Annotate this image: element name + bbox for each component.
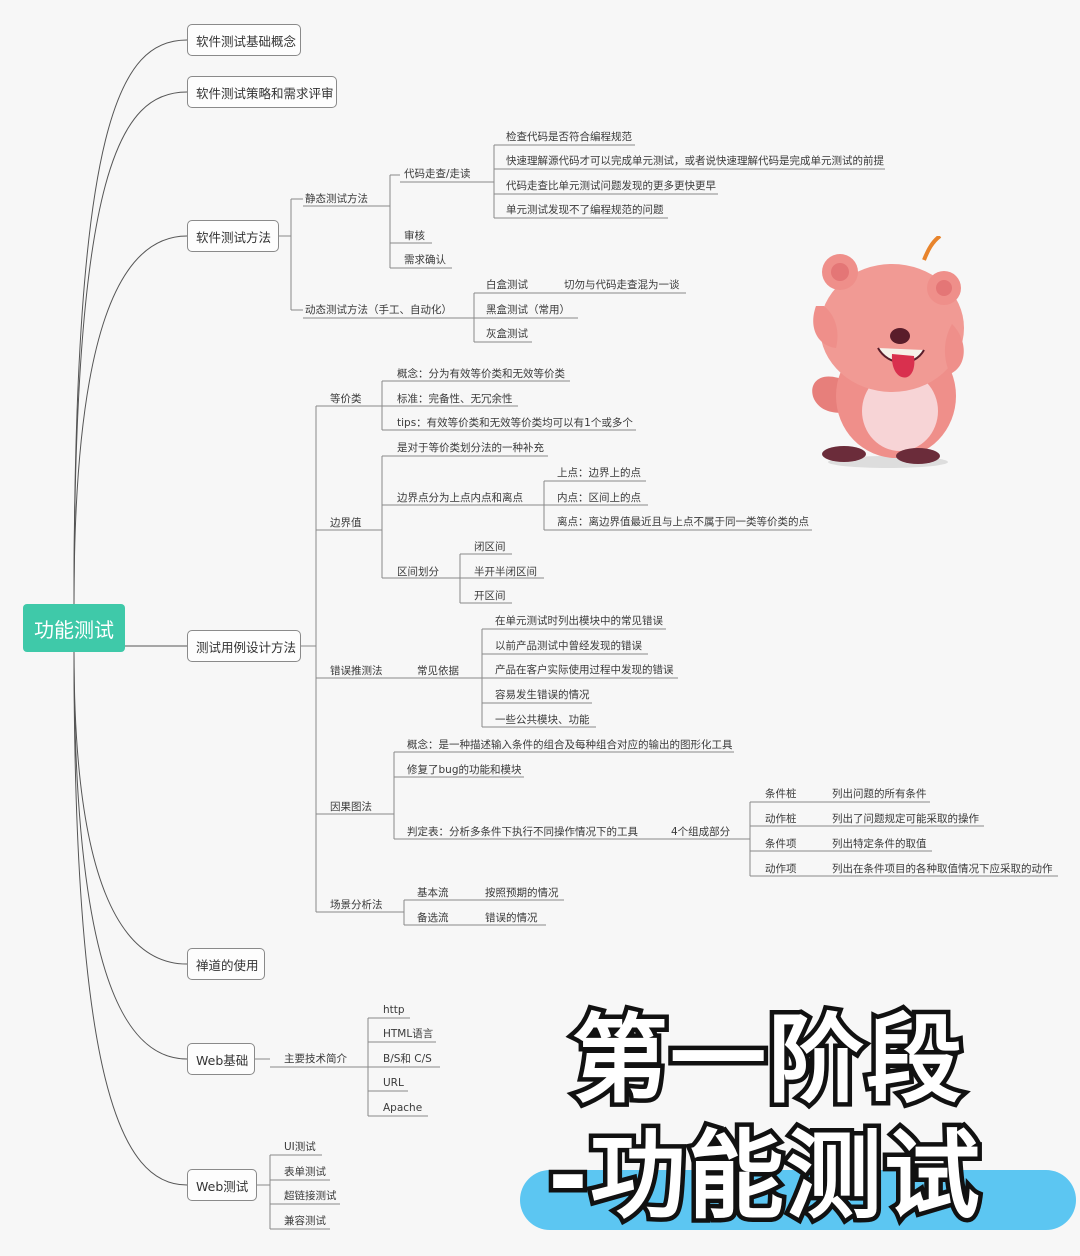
node-g-2[interactable]: 以前产品测试中曾经发现的错误	[495, 640, 642, 652]
node-apache[interactable]: Apache	[383, 1102, 423, 1114]
branch-test-methods[interactable]: 软件测试方法	[187, 220, 279, 252]
title-line-2: -功能测试	[544, 1116, 985, 1237]
node-walk-3[interactable]: 代码走查比单元测试问题发现的更多更快更早	[506, 180, 716, 192]
node-cause-effect[interactable]: 因果图法	[330, 801, 372, 813]
node-dynamic[interactable]: 动态测试方法（手工、自动化）	[305, 304, 452, 316]
root-node[interactable]: 功能测试	[23, 604, 125, 652]
node-pt-off[interactable]: 离点：离边界值最近且与上点不属于同一类等价类的点	[557, 516, 809, 528]
node-s-1[interactable]: 基本流	[417, 887, 449, 899]
node-p-4[interactable]: 动作项	[765, 863, 797, 875]
node-walkthrough[interactable]: 代码走查/走读	[404, 168, 471, 180]
beaver-mascot-illustration	[812, 236, 964, 468]
node-interval[interactable]: 区间划分	[397, 566, 439, 578]
node-white-box[interactable]: 白盒测试	[486, 279, 528, 291]
node-basis[interactable]: 常见依据	[417, 665, 459, 677]
node-p-1-desc[interactable]: 列出问题的所有条件	[832, 788, 927, 800]
branch-web-basics[interactable]: Web基础	[187, 1043, 255, 1075]
node-compat-test[interactable]: 兼容测试	[284, 1215, 326, 1227]
node-p-2[interactable]: 动作桩	[765, 813, 797, 825]
node-walk-4[interactable]: 单元测试发现不了编程规范的问题	[506, 204, 664, 216]
node-equivalence[interactable]: 等价类	[330, 393, 362, 405]
node-error-guess[interactable]: 错误推测法	[330, 665, 383, 677]
node-p-3[interactable]: 条件项	[765, 838, 797, 850]
node-iv-3[interactable]: 开区间	[474, 590, 506, 602]
node-bd-2[interactable]: 边界点分为上点内点和离点	[397, 492, 523, 504]
node-black-box[interactable]: 黑盒测试（常用）	[486, 304, 570, 316]
node-walk-1[interactable]: 检查代码是否符合编程规范	[506, 131, 632, 143]
node-c-2[interactable]: 修复了bug的功能和模块	[407, 764, 522, 776]
node-c3-parts[interactable]: 4个组成部分	[671, 826, 731, 838]
node-white-note[interactable]: 切勿与代码走查混为一谈	[564, 279, 680, 291]
node-ui-test[interactable]: UI测试	[284, 1141, 316, 1153]
node-g-4[interactable]: 容易发生错误的情况	[495, 689, 590, 701]
node-c-1[interactable]: 概念：是一种描述输入条件的组合及每种组合对应的输出的图形化工具	[407, 739, 733, 751]
node-g-1[interactable]: 在单元测试时列出模块中的常见错误	[495, 615, 663, 627]
node-p-1[interactable]: 条件桩	[765, 788, 797, 800]
node-p-4-desc[interactable]: 列出在条件项目的各种取值情况下应采取的动作	[832, 863, 1053, 875]
node-eq-1[interactable]: 概念：分为有效等价类和无效等价类	[397, 368, 565, 380]
branch-web-testing[interactable]: Web测试	[187, 1169, 257, 1201]
node-review[interactable]: 审核	[404, 230, 425, 242]
node-url[interactable]: URL	[383, 1077, 404, 1089]
node-s-2-desc[interactable]: 错误的情况	[485, 912, 538, 924]
node-req-confirm[interactable]: 需求确认	[404, 254, 446, 266]
node-s-2[interactable]: 备选流	[417, 912, 449, 924]
branch-basics[interactable]: 软件测试基础概念	[187, 24, 301, 56]
node-eq-2[interactable]: 标准：完备性、无冗余性	[397, 393, 513, 405]
node-bd-1[interactable]: 是对于等价类划分法的一种补充	[397, 442, 544, 454]
node-form-test[interactable]: 表单测试	[284, 1166, 326, 1178]
node-g-5[interactable]: 一些公共模块、功能	[495, 714, 590, 726]
node-pt-in[interactable]: 内点：区间上的点	[557, 492, 641, 504]
node-html[interactable]: HTML语言	[383, 1028, 434, 1040]
node-c-3[interactable]: 判定表：分析多条件下执行不同操作情况下的工具	[407, 826, 638, 838]
node-http[interactable]: http	[383, 1004, 405, 1016]
node-scenario[interactable]: 场景分析法	[330, 899, 383, 911]
node-s-1-desc[interactable]: 按照预期的情况	[485, 887, 559, 899]
node-g-3[interactable]: 产品在客户实际使用过程中发现的错误	[495, 664, 674, 676]
node-p-3-desc[interactable]: 列出特定条件的取值	[832, 838, 927, 850]
title-line-1: 第一阶段	[568, 1000, 967, 1121]
node-bs-cs[interactable]: B/S和 C/S	[383, 1053, 432, 1065]
node-iv-2[interactable]: 半开半闭区间	[474, 566, 537, 578]
node-pt-up[interactable]: 上点：边界上的点	[557, 467, 641, 479]
branch-strategy[interactable]: 软件测试策略和需求评审	[187, 76, 337, 108]
node-walk-2[interactable]: 快速理解源代码才可以完成单元测试，或者说快速理解代码是完成单元测试的前提	[506, 155, 884, 167]
node-gray-box[interactable]: 灰盒测试	[486, 328, 528, 340]
node-static[interactable]: 静态测试方法	[305, 193, 368, 205]
node-eq-3[interactable]: tips：有效等价类和无效等价类均可以有1个或多个	[397, 417, 633, 429]
node-tech[interactable]: 主要技术简介	[284, 1053, 347, 1065]
node-boundary[interactable]: 边界值	[330, 517, 362, 529]
title-highlight-band	[520, 1170, 1076, 1230]
branch-case-design[interactable]: 测试用例设计方法	[187, 630, 301, 662]
node-p-2-desc[interactable]: 列出了问题规定可能采取的操作	[832, 813, 979, 825]
branch-zentao[interactable]: 禅道的使用	[187, 948, 265, 980]
node-iv-1[interactable]: 闭区间	[474, 541, 506, 553]
node-link-test[interactable]: 超链接测试	[284, 1190, 337, 1202]
